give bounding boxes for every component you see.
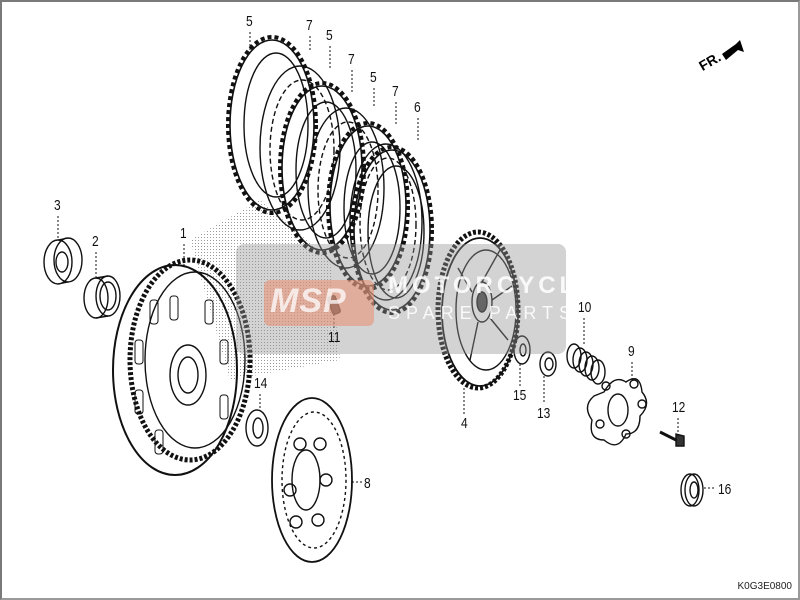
callout-12[interactable]: 12 [672,399,686,416]
part-1-clutch-outer[interactable] [112,257,253,476]
callout-16[interactable]: 16 [718,481,732,498]
callout-5[interactable]: 5 [370,69,377,86]
part-2-bushing[interactable] [83,275,121,319]
drawing-code: K0G3E0800 [737,581,793,592]
part-7-clutch-plate[interactable] [307,107,385,269]
watermark-logo: MSP [270,282,347,320]
part-7-clutch-plate[interactable] [259,65,341,231]
part-13-lock-nut[interactable] [539,351,557,377]
part-5-friction-disk[interactable] [226,35,318,215]
callout-1[interactable]: 1 [180,225,187,242]
callout-7[interactable]: 7 [348,51,355,68]
callout-7[interactable]: 7 [392,83,399,100]
part-15-washer[interactable] [513,335,531,365]
callout-8[interactable]: 8 [364,475,371,492]
part-14-thrust-washer[interactable] [245,409,269,447]
callout-2[interactable]: 2 [92,233,99,250]
callout-13[interactable]: 13 [537,405,551,422]
callout-6[interactable]: 6 [414,99,421,116]
part-6-friction-disk[interactable] [350,145,434,315]
callout-3[interactable]: 3 [54,197,61,214]
part-7-clutch-plate[interactable] [349,143,423,301]
callout-5[interactable]: 5 [326,27,333,44]
watermark-line-2: SPARE PARTS [388,303,578,323]
leader-lines [57,32,716,489]
callout-9[interactable]: 9 [628,343,635,360]
watermark-line-1: MOTORCYCLE [388,272,599,299]
callout-10[interactable]: 10 [578,299,592,316]
callout-11[interactable]: 11 [328,329,341,346]
callout-15[interactable]: 15 [513,387,527,404]
callout-7[interactable]: 7 [306,17,313,34]
part-4-clutch-center[interactable] [435,229,521,391]
arrow-up-right-icon [722,40,744,60]
callout-5[interactable]: 5 [246,13,253,30]
part-16-bearing[interactable] [680,473,704,507]
callout-4[interactable]: 4 [461,415,468,432]
part-9-lifter-plate[interactable] [586,378,648,446]
part-10-spring[interactable] [566,343,606,385]
callout-14[interactable]: 14 [254,375,268,392]
watermark-logo-badge [264,280,374,326]
part-8-pressure-plate[interactable] [271,397,353,563]
part-12-bolt[interactable] [659,430,685,447]
part-3-collar[interactable] [43,237,83,285]
